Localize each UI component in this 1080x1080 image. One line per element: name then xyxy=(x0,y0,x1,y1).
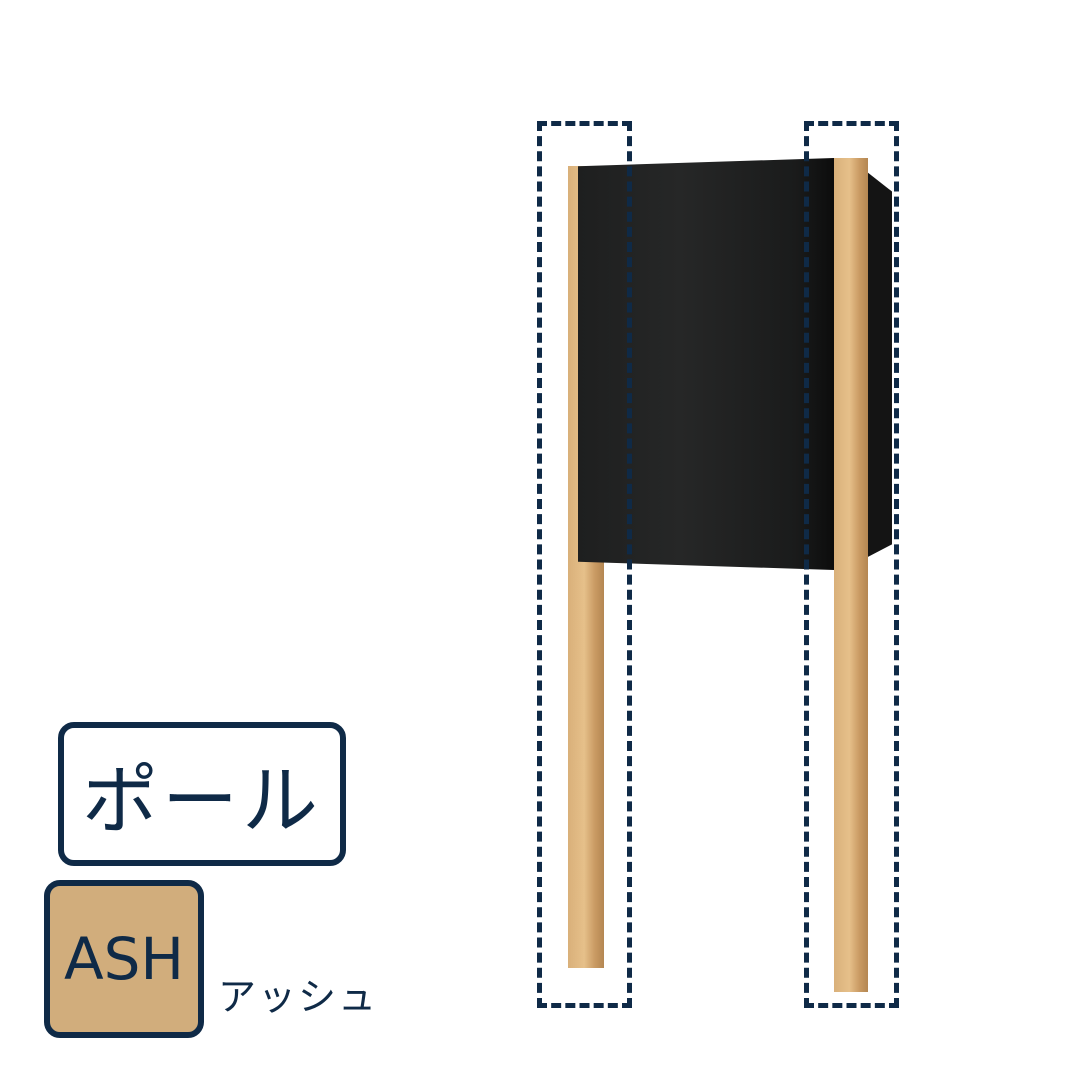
right-pole xyxy=(834,158,868,992)
pole-label-text: ポール xyxy=(82,756,322,845)
finish-code-text: ASH xyxy=(63,925,185,993)
mailbox-body xyxy=(578,158,834,570)
right-pole-highlight xyxy=(804,121,899,1008)
left-pole-highlight xyxy=(537,121,632,1008)
finish-name-text: アッシュ xyxy=(218,975,379,1019)
finish-swatch: ASH xyxy=(44,880,204,1038)
pole-label: ポール xyxy=(58,722,346,866)
